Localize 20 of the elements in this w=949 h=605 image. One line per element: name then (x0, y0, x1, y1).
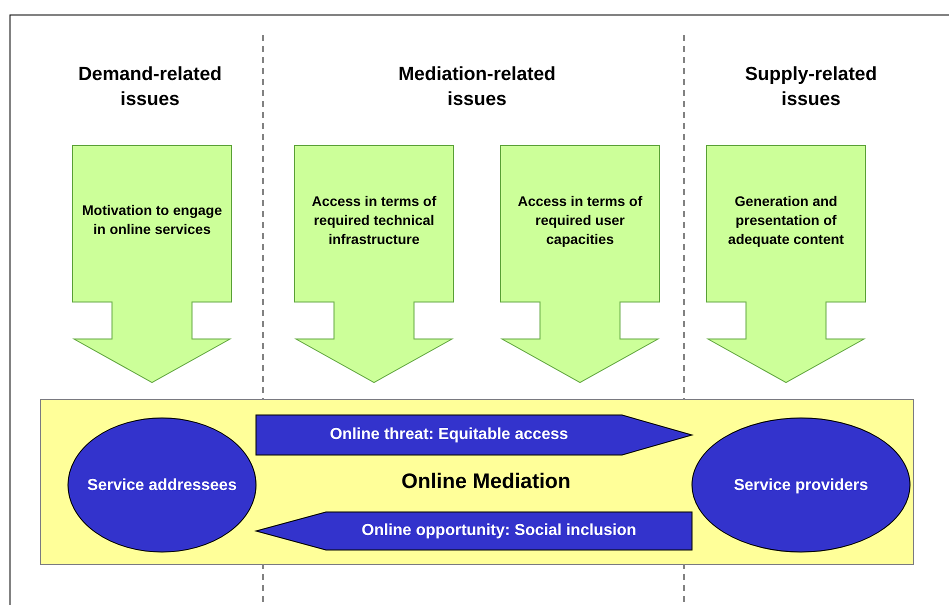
ellipse (691, 417, 911, 553)
band-title: Online Mediation (400, 469, 572, 495)
column-heading: Demand-related issues (77, 63, 223, 112)
node-label: Access in terms of required user capacities (516, 192, 644, 249)
edge-label: Online opportunity: Social inclusion (360, 521, 638, 541)
column-heading: Mediation-related issues (397, 63, 557, 112)
block-arrow (256, 414, 694, 456)
node-label: Access in terms of required technical infrastructure (310, 192, 438, 248)
block-arrow (72, 145, 232, 383)
ellipse (67, 417, 257, 553)
node-label: Generation and presentation of adequate content (727, 192, 845, 249)
node-label: Motivation to engage in online services (81, 201, 223, 239)
edge-label: Online threat: Equitable access (328, 425, 570, 445)
block-arrow (294, 145, 454, 383)
node-label: Service providers (732, 476, 870, 496)
block-arrow (500, 145, 660, 383)
node-label: Service addressees (86, 476, 238, 496)
column-heading: Supply-related issues (744, 63, 878, 112)
block-arrow (706, 145, 866, 383)
block-arrow (254, 512, 692, 550)
